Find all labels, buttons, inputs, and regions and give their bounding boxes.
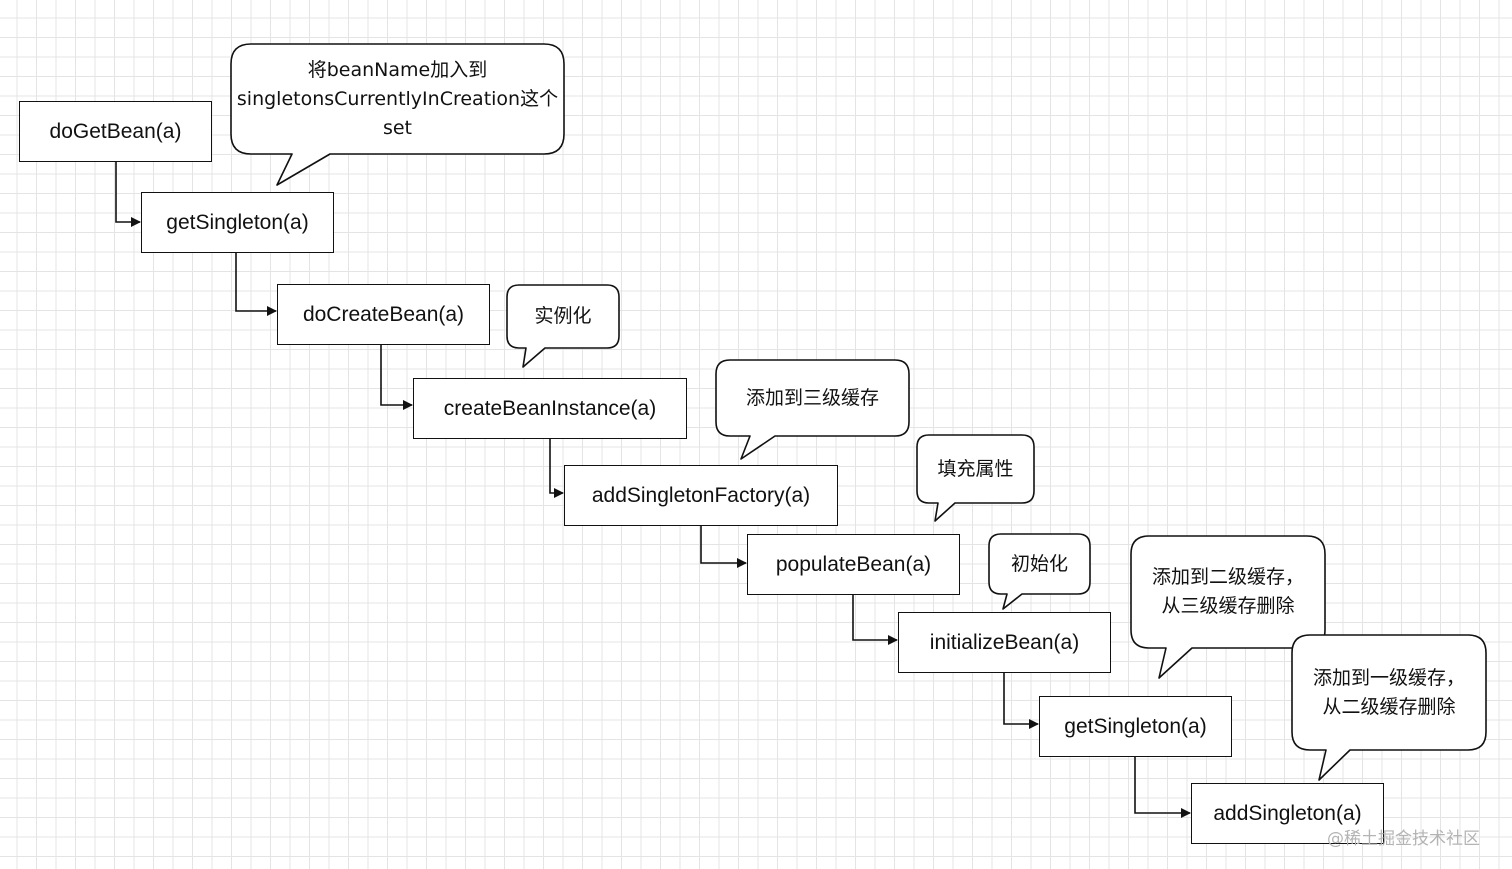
- arrow-getSingleton-to-addSingleton: [1134, 757, 1191, 818]
- node-addSingletonFactory[interactable]: addSingletonFactory(a): [564, 465, 838, 526]
- arrow-createBeanInstance-to-addSingletonFactory: [549, 439, 564, 498]
- callout-line: singletonsCurrentlyInCreation这个: [236, 87, 559, 110]
- callout-line: 添加到二级缓存，: [1151, 566, 1304, 588]
- node-addSingleton[interactable]: addSingleton(a): [1191, 783, 1384, 844]
- node-label: populateBean(a): [775, 552, 932, 576]
- callout-line: 添加到三级缓存: [745, 386, 879, 409]
- arrow-doCreateBean-to-createBeanInstance: [380, 345, 413, 410]
- callout-initialize: 初始化: [989, 534, 1090, 594]
- callout-line: 从二级缓存删除: [1322, 695, 1456, 718]
- callout-add-second-cache: 添加到二级缓存， 从三级缓存删除: [1131, 536, 1325, 648]
- callout-line: set: [382, 116, 413, 139]
- callout-add-third-cache: 添加到三级缓存: [716, 360, 909, 436]
- callout-line: 将beanName加入到: [307, 58, 488, 81]
- node-getSingleton-first[interactable]: getSingleton(a): [141, 192, 334, 253]
- node-label: doGetBean(a): [49, 119, 182, 143]
- callout-line: 初始化: [1010, 552, 1068, 575]
- node-label: getSingleton(a): [1064, 714, 1207, 738]
- node-doCreateBean[interactable]: doCreateBean(a): [277, 284, 490, 345]
- callout-line: 填充属性: [937, 457, 1014, 480]
- node-getSingleton-second[interactable]: getSingleton(a): [1039, 696, 1232, 757]
- arrow-populateBean-to-initializeBean: [852, 595, 898, 645]
- node-label: doCreateBean(a): [302, 302, 465, 326]
- node-doGetBean[interactable]: doGetBean(a): [19, 101, 212, 162]
- node-label: getSingleton(a): [166, 210, 309, 234]
- callout-instantiate: 实例化: [507, 285, 619, 348]
- callout-populate-properties: 填充属性: [917, 435, 1034, 503]
- node-label: initializeBean(a): [929, 630, 1080, 654]
- arrow-doGetBean-to-getSingleton: [115, 162, 141, 227]
- callout-line: 添加到一级缓存，: [1312, 666, 1465, 689]
- node-label: addSingleton(a): [1213, 801, 1362, 825]
- node-label: addSingletonFactory(a): [591, 483, 811, 507]
- arrow-initializeBean-to-getSingleton: [1003, 673, 1039, 729]
- callout-line: 从三级缓存删除: [1161, 595, 1295, 617]
- node-label: createBeanInstance(a): [443, 396, 657, 420]
- node-initializeBean[interactable]: initializeBean(a): [898, 612, 1111, 673]
- callout-add-to-creation-set: 将beanName加入到 singletonsCurrentlyInCreati…: [231, 44, 564, 154]
- watermark: @稀土掘金技术社区: [1327, 829, 1480, 849]
- arrow-getSingleton-to-doCreateBean: [235, 253, 277, 316]
- arrow-addSingletonFactory-to-populateBean: [700, 526, 747, 568]
- callout-line: 实例化: [534, 305, 592, 327]
- node-populateBean[interactable]: populateBean(a): [747, 534, 960, 595]
- callout-add-first-cache: 添加到一级缓存， 从二级缓存删除: [1292, 635, 1486, 750]
- node-createBeanInstance[interactable]: createBeanInstance(a): [413, 378, 687, 439]
